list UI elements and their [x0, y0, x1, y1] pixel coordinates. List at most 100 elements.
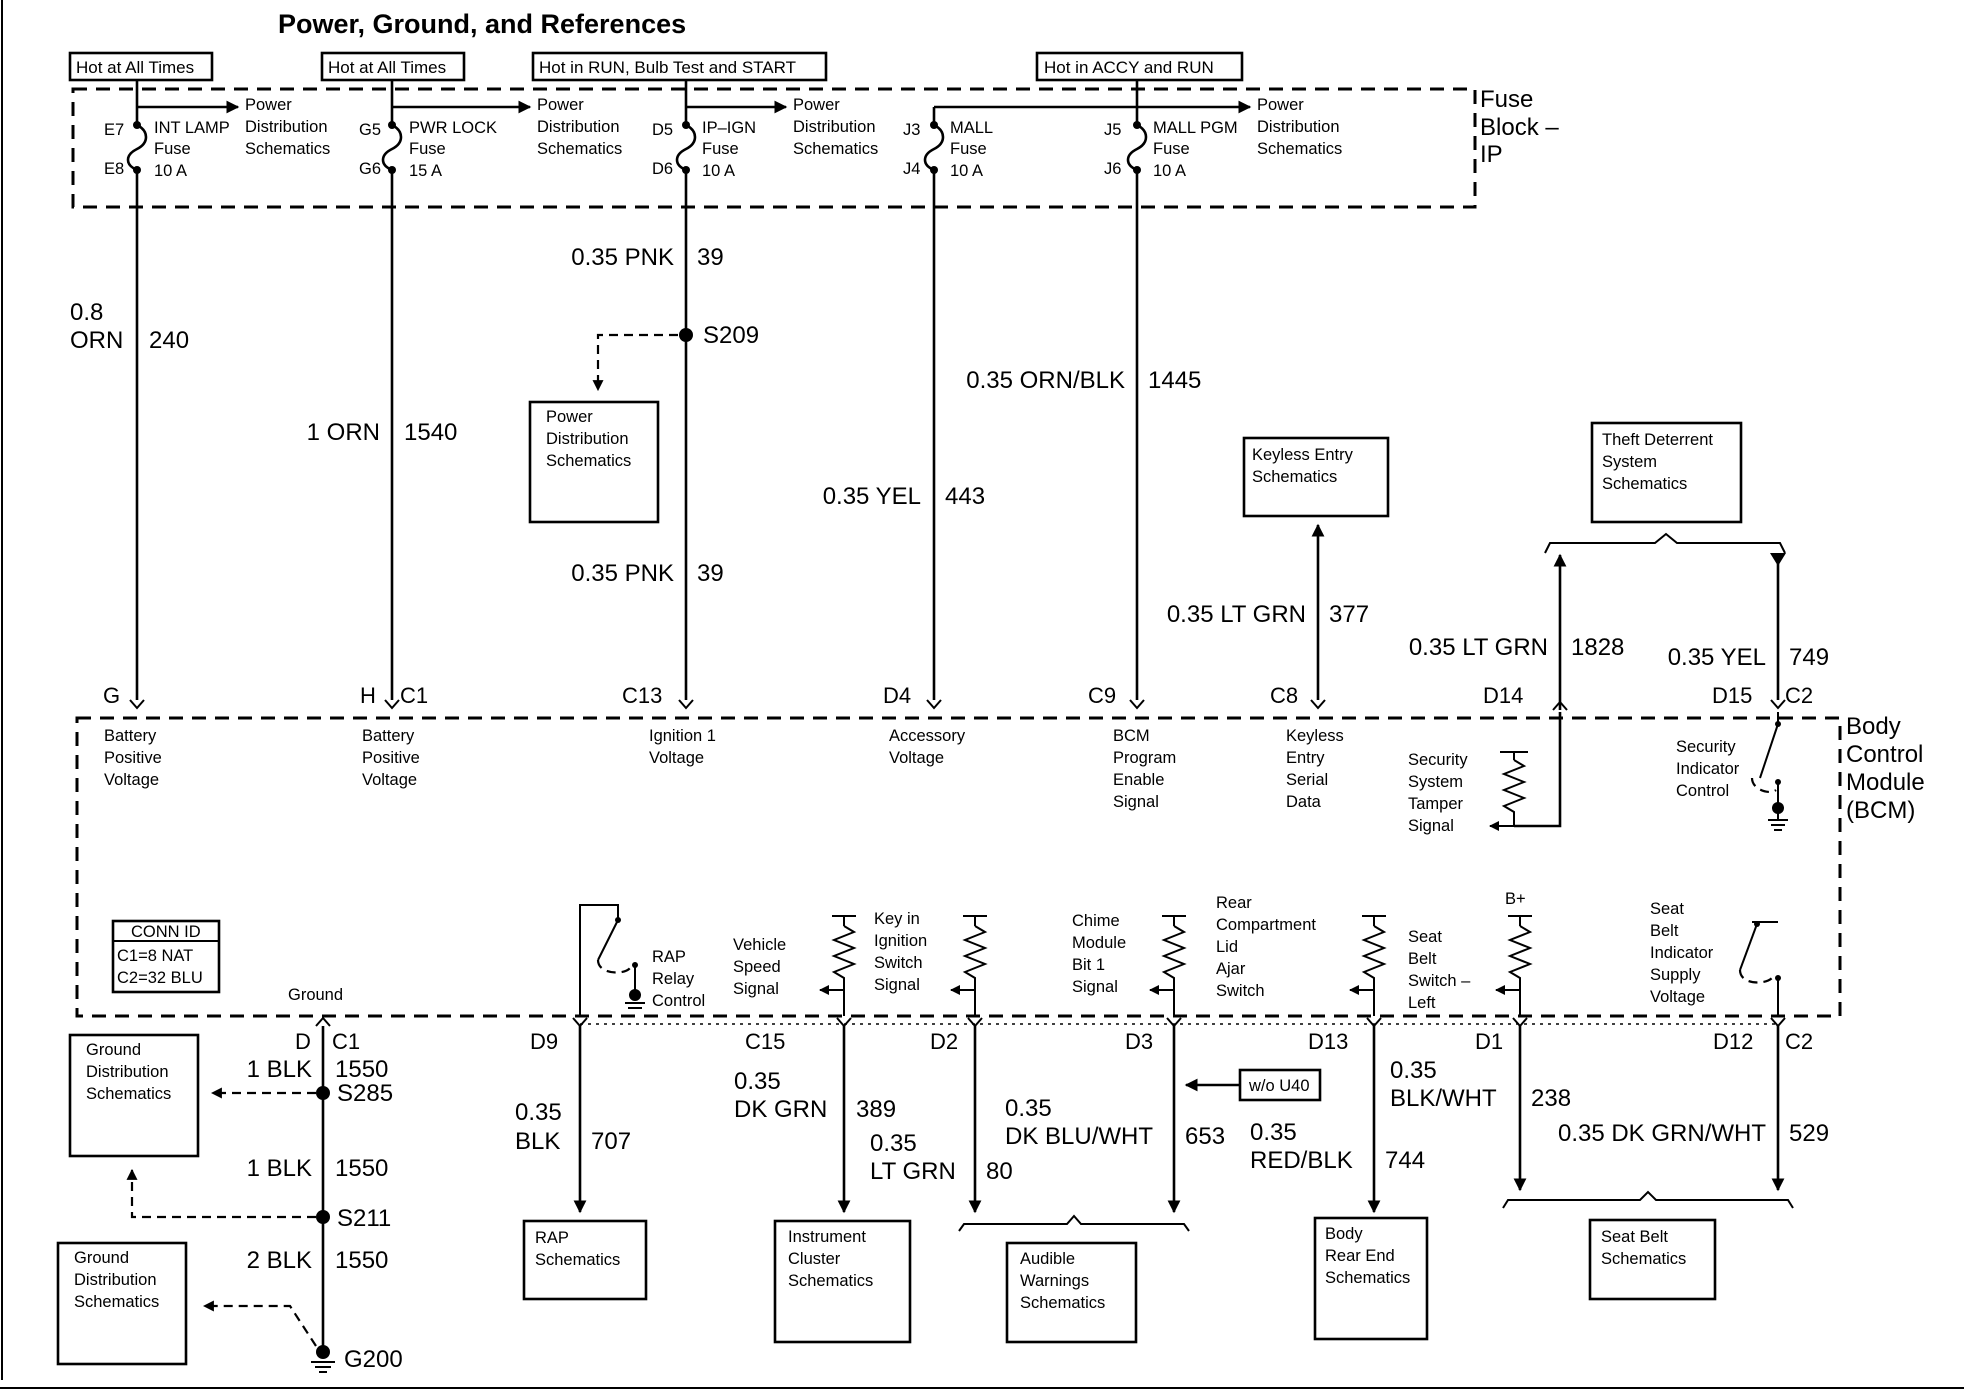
svg-text:Speed: Speed — [733, 958, 781, 976]
wire-label-240: 0.8 ORN 240 — [70, 299, 189, 354]
svg-text:10 A: 10 A — [702, 162, 735, 180]
fuse-block-label: Fuse Block – IP — [1480, 86, 1559, 168]
svg-text:Keyless: Keyless — [1286, 727, 1344, 745]
wire-label-39b: 0.35 PNK 39 — [571, 560, 723, 587]
svg-text:Data: Data — [1286, 793, 1322, 811]
svg-text:Schematics: Schematics — [788, 1272, 873, 1290]
chime-resistor-icon — [1149, 915, 1187, 1016]
svg-text:D4: D4 — [883, 683, 911, 708]
bplus-label: B+ — [1505, 890, 1526, 908]
svg-text:Signal: Signal — [1408, 817, 1454, 835]
svg-text:Control: Control — [1676, 782, 1729, 800]
bcm-label-chime: Chime Module Bit 1 Signal — [1072, 912, 1126, 996]
bcm-label-keyless-data: Keyless Entry Serial Data — [1286, 727, 1344, 811]
svg-text:749: 749 — [1789, 644, 1829, 671]
ref-audible-warnings: Audible Warnings Schematics — [1005, 1241, 1138, 1344]
svg-text:D9: D9 — [530, 1029, 558, 1054]
svg-text:Signal: Signal — [1113, 793, 1159, 811]
svg-text:Indicator: Indicator — [1650, 944, 1714, 962]
ref-keyless-entry: Keyless Entry Schematics — [1242, 436, 1390, 518]
svg-text:Fuse: Fuse — [702, 140, 739, 158]
svg-text:Lid: Lid — [1216, 938, 1238, 956]
svg-text:Distribution: Distribution — [546, 430, 629, 448]
svg-text:0.35 DK GRN/WHT: 0.35 DK GRN/WHT — [1558, 1120, 1766, 1147]
wire-label-744: 0.35 RED/BLK 744 — [1250, 1119, 1425, 1174]
power-dist-ref-1: Power Distribution Schematics — [245, 96, 330, 158]
hot-label-mall: Hot in ACCY and RUN — [1035, 51, 1244, 82]
svg-text:D12: D12 — [1713, 1029, 1753, 1054]
bcm-label-security-indicator: Security Indicator Control — [1676, 738, 1740, 800]
svg-text:0.35 PNK: 0.35 PNK — [571, 560, 674, 587]
svg-text:D1: D1 — [1475, 1029, 1503, 1054]
bcm-label-key-in-ignition: Key in Ignition Switch Signal — [874, 910, 927, 994]
svg-text:D5: D5 — [652, 121, 673, 139]
svg-text:Positive: Positive — [362, 749, 420, 767]
svg-text:Vehicle: Vehicle — [733, 936, 786, 954]
bcm-label-accessory: Accessory Voltage — [889, 727, 966, 767]
svg-text:Schematics: Schematics — [245, 140, 330, 158]
wire-label-1550c: 2 BLK 1550 — [247, 1247, 389, 1274]
svg-text:Signal: Signal — [1072, 978, 1118, 996]
ref-body-rear-end: Body Rear End Schematics — [1313, 1216, 1429, 1341]
svg-text:1 BLK: 1 BLK — [247, 1056, 312, 1083]
fuse-mall: J3 J4 MALL Fuse 10 A — [903, 107, 993, 180]
bcm-label: Body Control Module (BCM) — [1846, 713, 1925, 824]
svg-text:0.8: 0.8 — [70, 299, 103, 326]
ref-seat-belt: Seat Belt Schematics — [1588, 1218, 1717, 1301]
svg-text:744: 744 — [1385, 1147, 1425, 1174]
bcm-label-vehicle-speed: Vehicle Speed Signal — [733, 936, 786, 998]
wire-label-653: 0.35 DK BLU/WHT 653 — [1005, 1095, 1225, 1150]
svg-text:Schematics: Schematics — [793, 140, 878, 158]
svg-text:0.35: 0.35 — [515, 1099, 562, 1126]
svg-text:S285: S285 — [337, 1080, 393, 1107]
svg-text:D3: D3 — [1125, 1029, 1153, 1054]
svg-text:Relay: Relay — [652, 970, 695, 988]
svg-text:Voltage: Voltage — [649, 749, 704, 767]
svg-text:238: 238 — [1531, 1085, 1571, 1112]
svg-text:BLK: BLK — [515, 1128, 560, 1155]
splice-s209: S209 — [592, 322, 759, 392]
fuse-int-lamp: E7 E8 INT LAMP Fuse 10 A — [104, 80, 230, 180]
svg-text:J4: J4 — [903, 160, 920, 178]
svg-text:Positive: Positive — [104, 749, 162, 767]
wire-label-389: 0.35 DK GRN 389 — [734, 1068, 896, 1123]
svg-text:Schematics: Schematics — [74, 1293, 159, 1311]
bcm-label-program-enable: BCM Program Enable Signal — [1113, 727, 1176, 811]
svg-text:80: 80 — [986, 1158, 1013, 1185]
svg-text:MALL PGM: MALL PGM — [1153, 119, 1238, 137]
svg-text:Security: Security — [1676, 738, 1736, 756]
svg-text:1 BLK: 1 BLK — [247, 1155, 312, 1182]
svg-text:J5: J5 — [1104, 121, 1121, 139]
svg-text:Belt: Belt — [1650, 922, 1679, 940]
svg-text:Serial: Serial — [1286, 771, 1328, 789]
svg-text:39: 39 — [697, 244, 724, 271]
svg-text:DK GRN: DK GRN — [734, 1096, 827, 1123]
svg-text:Ajar: Ajar — [1216, 960, 1246, 978]
rear-lid-resistor-icon — [1349, 915, 1387, 1016]
svg-text:1445: 1445 — [1148, 367, 1201, 394]
svg-text:0.35: 0.35 — [870, 1130, 917, 1157]
svg-text:RAP: RAP — [535, 1229, 569, 1247]
svg-text:Block –: Block – — [1480, 114, 1559, 141]
svg-text:0.35 LT GRN: 0.35 LT GRN — [1409, 634, 1548, 661]
svg-text:0.35: 0.35 — [734, 1068, 781, 1095]
theft-bracket — [1544, 532, 1786, 554]
svg-text:Chime: Chime — [1072, 912, 1120, 930]
svg-text:C8: C8 — [1270, 683, 1298, 708]
top-connector-chevrons — [129, 699, 1786, 711]
svg-text:LT GRN: LT GRN — [870, 1158, 956, 1185]
svg-text:S209: S209 — [703, 322, 759, 349]
svg-text:Instrument: Instrument — [788, 1228, 866, 1246]
svg-text:Rear: Rear — [1216, 894, 1252, 912]
svg-text:J3: J3 — [903, 121, 920, 139]
svg-text:J6: J6 — [1104, 160, 1121, 178]
svg-text:RED/BLK: RED/BLK — [1250, 1147, 1353, 1174]
svg-text:0.35: 0.35 — [1390, 1057, 1437, 1084]
svg-text:Schematics: Schematics — [86, 1085, 171, 1103]
svg-text:Power: Power — [546, 408, 593, 426]
svg-text:Voltage: Voltage — [889, 749, 944, 767]
svg-text:Supply: Supply — [1650, 966, 1701, 984]
svg-text:Distribution: Distribution — [245, 118, 328, 136]
svg-text:Voltage: Voltage — [1650, 988, 1705, 1006]
svg-text:Theft Deterrent: Theft Deterrent — [1602, 431, 1713, 449]
